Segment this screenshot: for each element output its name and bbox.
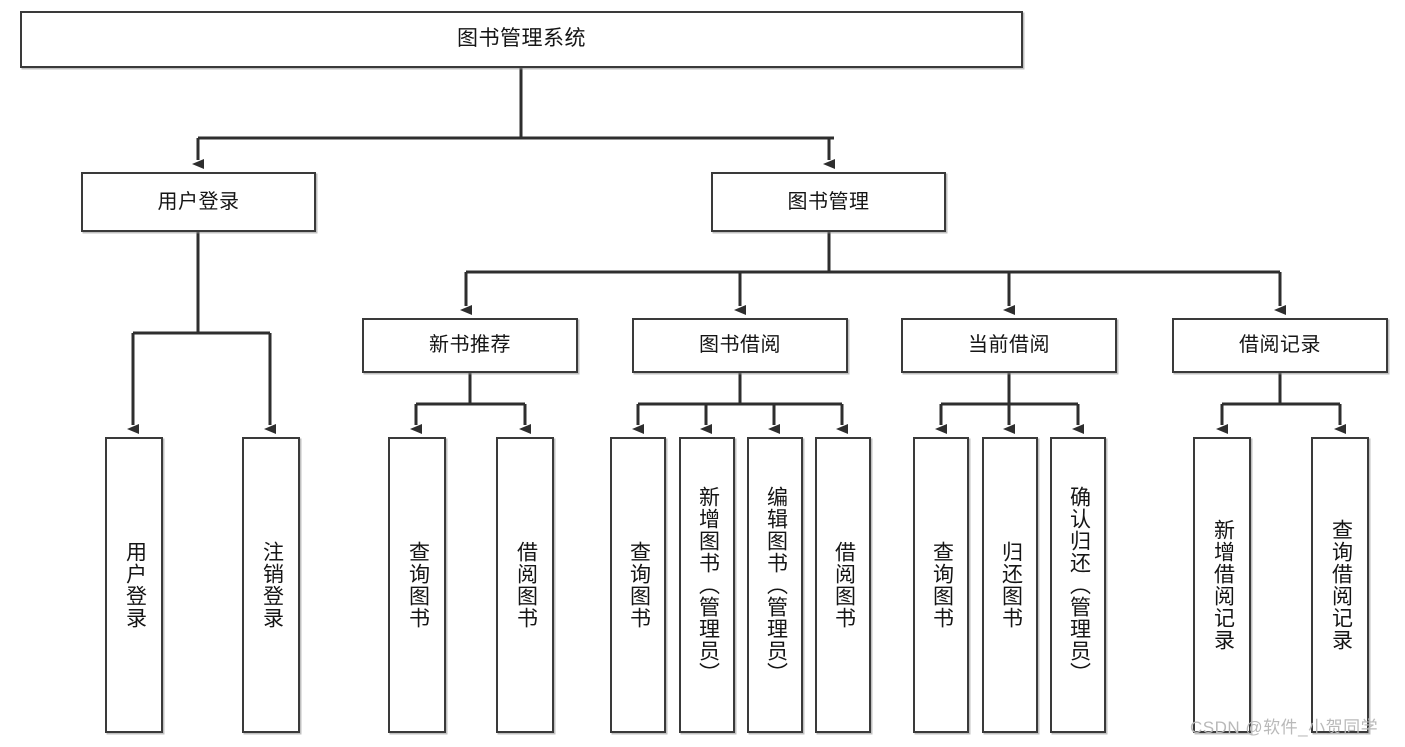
- leaf-query-books-borrowing[interactable]: 查询图书: [610, 437, 666, 733]
- node-label: 借阅记录: [1239, 334, 1321, 356]
- node-label: 图书借阅: [699, 334, 781, 356]
- watermark: CSDN @软件_小贺同学: [1190, 718, 1379, 737]
- node-label: 注销登录: [260, 541, 284, 629]
- leaf-user-login[interactable]: 用户登录: [105, 437, 163, 733]
- node-label: 新书推荐: [429, 334, 511, 356]
- leaf-query-books-current[interactable]: 查询图书: [913, 437, 969, 733]
- node-borrowing-records[interactable]: 借阅记录: [1172, 318, 1388, 373]
- node-user-login[interactable]: 用户登录: [81, 172, 316, 232]
- node-label: 新增借阅记录: [1211, 519, 1235, 651]
- leaf-add-book-admin[interactable]: 新增图书（管理员）: [679, 437, 735, 733]
- leaf-add-borrowing-record[interactable]: 新增借阅记录: [1193, 437, 1251, 733]
- node-label: 图书管理系统: [457, 27, 586, 51]
- node-label: 查询图书: [930, 541, 954, 629]
- leaf-edit-book-admin[interactable]: 编辑图书（管理员）: [747, 437, 803, 733]
- node-label: 编辑图书（管理员）: [764, 486, 788, 684]
- leaf-borrow-books[interactable]: 借阅图书: [815, 437, 871, 733]
- node-book-management[interactable]: 图书管理: [711, 172, 946, 232]
- node-label: 用户登录: [157, 190, 240, 213]
- node-root-book-management-system[interactable]: 图书管理系统: [20, 11, 1023, 68]
- node-label: 新增图书（管理员）: [696, 486, 720, 684]
- node-label: 用户登录: [123, 541, 147, 629]
- node-label: 借阅图书: [514, 541, 538, 629]
- node-label: 图书管理: [787, 190, 870, 213]
- leaf-borrow-books-recommendation[interactable]: 借阅图书: [496, 437, 554, 733]
- node-label: 归还图书: [999, 541, 1023, 629]
- node-label: 借阅图书: [832, 541, 856, 629]
- node-book-borrowing[interactable]: 图书借阅: [632, 318, 848, 373]
- node-label: 确认归还（管理员）: [1067, 486, 1091, 684]
- leaf-query-borrowing-record[interactable]: 查询借阅记录: [1311, 437, 1369, 733]
- leaf-confirm-return-admin[interactable]: 确认归还（管理员）: [1050, 437, 1106, 733]
- node-new-book-recommendation[interactable]: 新书推荐: [362, 318, 578, 373]
- node-label: 查询图书: [627, 541, 651, 629]
- node-label: 查询借阅记录: [1329, 519, 1353, 651]
- leaf-return-books[interactable]: 归还图书: [982, 437, 1038, 733]
- node-label: 当前借阅: [968, 334, 1050, 356]
- node-label: 查询图书: [406, 541, 430, 629]
- leaf-query-books-recommendation[interactable]: 查询图书: [388, 437, 446, 733]
- leaf-logout[interactable]: 注销登录: [242, 437, 300, 733]
- node-current-borrowing[interactable]: 当前借阅: [901, 318, 1117, 373]
